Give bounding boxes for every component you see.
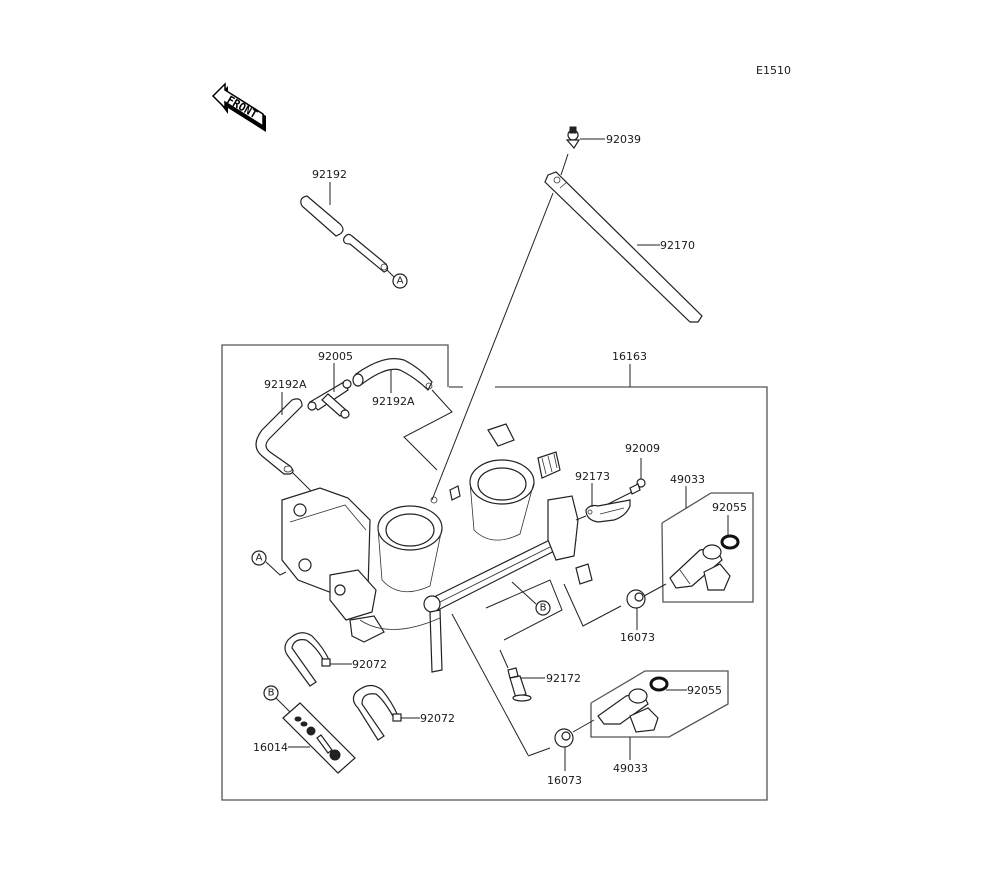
assembly-frame bbox=[221, 344, 768, 801]
label-16014[interactable]: 16014 bbox=[253, 741, 288, 754]
part-92072-lower-clamp[interactable] bbox=[352, 684, 402, 741]
part-92192-hose[interactable] bbox=[300, 195, 389, 273]
label-16073-bottom[interactable]: 16073 bbox=[547, 774, 582, 787]
part-92072-upper-clamp[interactable] bbox=[284, 632, 331, 687]
part-92172-bolt[interactable] bbox=[507, 667, 532, 702]
label-49033-bottom[interactable]: 49033 bbox=[613, 762, 648, 775]
part-92173-clamp[interactable] bbox=[585, 499, 631, 523]
label-92192A-left[interactable]: 92192A bbox=[264, 378, 307, 391]
throttle-body-assembly[interactable] bbox=[281, 423, 593, 673]
label-49033-top[interactable]: 49033 bbox=[670, 473, 705, 486]
diagram-code: E1510 bbox=[756, 64, 791, 77]
part-16073-bottom-seal[interactable] bbox=[554, 728, 574, 748]
part-92192A-right-hose[interactable] bbox=[352, 358, 433, 392]
label-92192A-right[interactable]: 92192A bbox=[372, 395, 415, 408]
front-arrow-icon: FRONT bbox=[211, 82, 266, 132]
front-label: FRONT bbox=[225, 93, 261, 121]
label-16073-top[interactable]: 16073 bbox=[620, 631, 655, 644]
part-92005-tee[interactable] bbox=[307, 379, 352, 419]
label-92039[interactable]: 92039 bbox=[606, 133, 641, 146]
part-92055-top-oring[interactable] bbox=[720, 534, 740, 550]
ref-circle-b-left bbox=[263, 685, 279, 701]
label-16163[interactable]: 16163 bbox=[612, 350, 647, 363]
ref-a-top: A bbox=[397, 276, 404, 287]
label-92170[interactable]: 92170 bbox=[660, 239, 695, 252]
label-92055-bottom[interactable]: 92055 bbox=[687, 684, 722, 697]
part-49033-bottom-injector[interactable] bbox=[597, 688, 659, 733]
part-92039-clip[interactable] bbox=[565, 126, 581, 150]
ref-circle-b-mid bbox=[535, 600, 551, 616]
ref-circle-a-left bbox=[251, 550, 267, 566]
label-92173[interactable]: 92173 bbox=[575, 470, 610, 483]
ref-b-left: B bbox=[268, 688, 275, 699]
ref-a-left: A bbox=[256, 553, 263, 564]
part-16014-repair-kit[interactable] bbox=[282, 702, 356, 774]
label-92072-upper[interactable]: 92072 bbox=[352, 658, 387, 671]
label-92072-lower[interactable]: 92072 bbox=[420, 712, 455, 725]
label-92055-top[interactable]: 92055 bbox=[712, 501, 747, 514]
part-16073-top-seal[interactable] bbox=[626, 589, 646, 609]
label-92005[interactable]: 92005 bbox=[318, 350, 353, 363]
ref-circle-a-top bbox=[392, 273, 408, 289]
part-49033-top-injector[interactable] bbox=[669, 544, 731, 591]
part-92170-strap[interactable] bbox=[544, 171, 703, 323]
part-92192A-left-hose[interactable] bbox=[255, 398, 303, 475]
label-92172[interactable]: 92172 bbox=[546, 672, 581, 685]
part-92055-bottom-oring[interactable] bbox=[649, 676, 669, 692]
part-92009-bolt[interactable] bbox=[629, 478, 646, 495]
ref-b-mid: B bbox=[540, 603, 547, 614]
label-92192[interactable]: 92192 bbox=[312, 168, 347, 181]
label-92009[interactable]: 92009 bbox=[625, 442, 660, 455]
